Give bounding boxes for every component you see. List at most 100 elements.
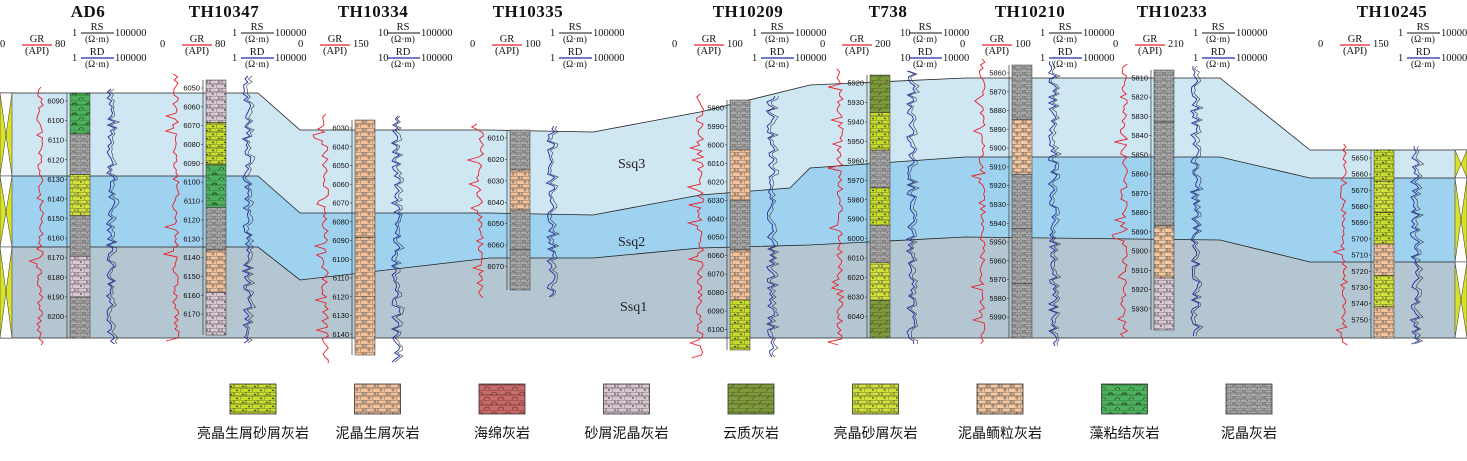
depth-tick-label: 6010 — [847, 254, 864, 263]
gr-unit-label: (API) — [323, 46, 347, 57]
gr-name-label: GR — [1143, 34, 1158, 45]
rd-name-label: RD — [250, 47, 265, 58]
rs-name-label: RS — [771, 22, 784, 33]
depth-tick-label: 5980 — [707, 104, 724, 113]
legend-swatch — [1101, 383, 1148, 415]
depth-tick-label: 6140 — [183, 253, 200, 262]
lithology-interval — [69, 174, 91, 216]
legend-item: 泥晶灰岩 — [1221, 383, 1277, 442]
rs-name-label: RS — [919, 22, 932, 33]
rd-curve — [1189, 65, 1201, 337]
depth-tick-label: 6050 — [487, 219, 504, 228]
rs-curve — [548, 125, 560, 298]
rs-unit-label: (Ω·m) — [1053, 34, 1077, 45]
lithology-interval — [729, 299, 751, 351]
depth-tick-label: 5920 — [989, 181, 1006, 190]
well-name: AD6 — [71, 2, 106, 21]
gr-max-label: 100 — [525, 39, 541, 50]
rd-name-label: RD — [1416, 47, 1431, 58]
lithology-interval — [1011, 283, 1033, 339]
gr-min-label: 0 — [0, 39, 5, 50]
rs-curve — [908, 70, 921, 345]
rs-max-label: 100000 — [275, 28, 307, 39]
gr-min-label: 0 — [960, 39, 965, 50]
depth-tick-label: 5960 — [989, 256, 1006, 265]
rd-max-label: 100000 — [593, 53, 625, 64]
legend-item: 泥晶鲕粒灰岩 — [958, 383, 1042, 442]
rs-name-label: RS — [91, 22, 104, 33]
depth-tick-label: 6060 — [707, 251, 724, 260]
rs-max-label: 100000 — [115, 28, 147, 39]
gr-curve — [28, 86, 44, 346]
well-name: T738 — [869, 2, 908, 21]
legend-item: 藻粘结灰岩 — [1090, 383, 1160, 442]
gr-curve — [970, 58, 987, 345]
depth-tick-label: 6110 — [184, 197, 200, 206]
depth-tick-label: 6030 — [487, 176, 504, 185]
rd-max-label: 100000 — [795, 53, 827, 64]
depth-tick-label: 5940 — [847, 117, 864, 126]
lithology-interval — [205, 292, 227, 336]
rs-unit-label: (Ω·m) — [1411, 34, 1435, 45]
legend-label: 海绵灰岩 — [474, 425, 530, 442]
depth-tick-label: 6200 — [47, 312, 64, 321]
depth-tick-label: 6100 — [47, 116, 64, 125]
rd-unit-label: (Ω·m) — [913, 59, 937, 70]
rs-min-label: 10 — [378, 28, 389, 39]
legend-item: 亮晶砂屑灰岩 — [834, 383, 918, 442]
rs-max-label: 10000 — [943, 28, 969, 39]
rs-unit-label: (Ω·m) — [913, 34, 937, 45]
depth-tick-label: 6060 — [332, 180, 349, 189]
gr-min-label: 0 — [160, 39, 165, 50]
gr-name-label: GR — [850, 34, 865, 45]
depth-tick-label: 6160 — [47, 234, 64, 243]
rd-curve — [905, 70, 917, 345]
depth-tick-label: 5810 — [1131, 74, 1148, 83]
rs-unit-label: (Ω·m) — [391, 34, 415, 45]
lithology-interval — [205, 207, 227, 251]
well-name: TH10347 — [189, 2, 260, 21]
depth-tick-label: 6050 — [332, 161, 349, 170]
rs-min-label: 1 — [752, 28, 757, 39]
rd-name-label: RD — [396, 47, 411, 58]
depth-tick-label: 5970 — [989, 275, 1006, 284]
lithology-interval — [869, 112, 891, 151]
rs-name-label: RS — [569, 22, 582, 33]
depth-tick-label: 5930 — [989, 200, 1006, 209]
depth-tick-label: 6020 — [707, 177, 724, 186]
rs-max-label: 100000 — [1083, 28, 1115, 39]
depth-tick-label: 5690 — [1351, 218, 1368, 227]
gr-name-label: GR — [190, 34, 205, 45]
depth-tick-label: 5930 — [847, 98, 864, 107]
gr-max-label: 80 — [55, 39, 66, 50]
depth-tick-label: 6020 — [487, 155, 504, 164]
gr-min-label: 0 — [1318, 39, 1323, 50]
rs-name-label: RS — [251, 22, 264, 33]
depth-tick-label: 6080 — [183, 140, 200, 149]
gr-name-label: GR — [328, 34, 343, 45]
rd-unit-label: (Ω·m) — [85, 59, 109, 70]
legend-label: 亮晶砂屑灰岩 — [834, 425, 918, 442]
lithology-interval — [1373, 212, 1395, 245]
lithology-interval — [1011, 119, 1033, 175]
depth-tick-label: 6080 — [707, 288, 724, 297]
well-name: TH10210 — [995, 2, 1066, 21]
lithology-interval — [1373, 149, 1395, 182]
rs-unit-label: (Ω·m) — [85, 34, 109, 45]
depth-tick-label: 6100 — [183, 178, 200, 187]
left-tract-column — [0, 92, 13, 339]
lithology-interval — [1153, 69, 1175, 123]
rs-unit-label: (Ω·m) — [245, 34, 269, 45]
depth-tick-label: 6100 — [707, 325, 724, 334]
depth-tick-label: 6090 — [183, 159, 200, 168]
gr-unit-label: (API) — [185, 46, 209, 57]
rd-unit-label: (Ω·m) — [391, 59, 415, 70]
rs-max-label: 100000 — [1441, 28, 1467, 39]
rs-min-label: 1 — [1193, 28, 1198, 39]
depth-tick-label: 6110 — [48, 136, 64, 145]
lithology-interval — [1153, 225, 1175, 279]
lithology-interval — [869, 74, 891, 113]
legend-swatch — [478, 383, 526, 415]
legend-swatch — [354, 383, 401, 415]
